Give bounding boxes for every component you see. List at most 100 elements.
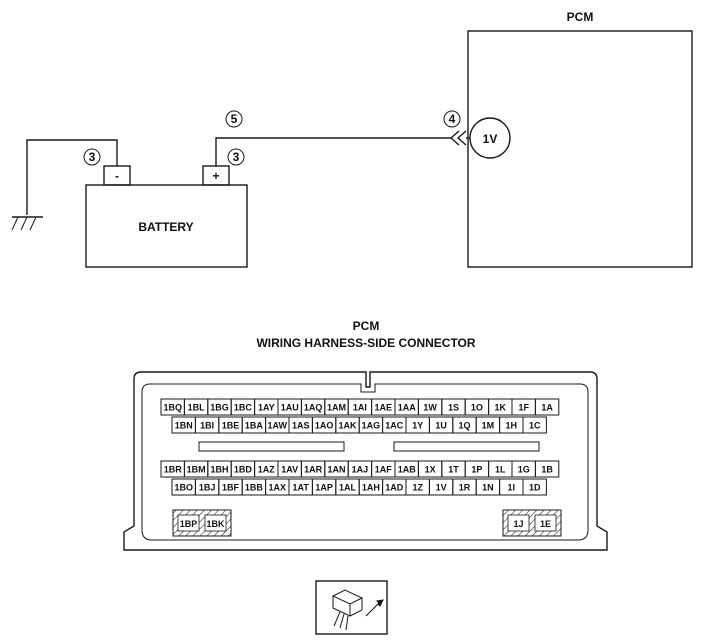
- pin-label: 1BK: [206, 519, 225, 529]
- pin-label: 1AS: [292, 421, 310, 431]
- callout-pos: 3: [227, 148, 245, 166]
- connector-title: PCM: [353, 319, 380, 333]
- pin-label: 1M: [482, 421, 495, 431]
- pin-label: 1BP: [180, 519, 198, 529]
- pcm-box: [467, 30, 693, 268]
- pin-label: 1J: [513, 519, 523, 529]
- pin-label: 1V: [436, 483, 447, 493]
- pin-cell: [534, 514, 557, 532]
- connector-subtitle: WIRING HARNESS-SIDE CONNECTOR: [256, 336, 475, 350]
- pin-label: 1AZ: [258, 465, 276, 475]
- pin-label: 1T: [448, 465, 459, 475]
- pin-label: 1AN: [327, 465, 345, 475]
- positive-wire: [215, 137, 452, 166]
- callout-wire: 5: [225, 110, 243, 128]
- pin-label: 1Q: [458, 421, 470, 431]
- pin-label: 1BO: [174, 483, 193, 493]
- arrow-icon: [365, 599, 384, 617]
- pin-cell: [534, 460, 560, 478]
- pin-label: 1AC: [385, 421, 404, 431]
- ground-symbol: [11, 139, 118, 231]
- pin-label: 1BF: [222, 483, 240, 493]
- pin-label: 1AT: [293, 483, 310, 493]
- pin-label: 1P: [471, 465, 482, 475]
- pin-label: 1AJ: [352, 465, 369, 475]
- terminal-label: 1V: [483, 132, 498, 146]
- pin-label: 1BQ: [163, 403, 182, 413]
- pin-label: 1E: [540, 519, 551, 529]
- pin-label: 1AV: [281, 465, 298, 475]
- pin-label: 1W: [423, 403, 437, 413]
- pin-label: 1AY: [258, 403, 275, 413]
- view-direction-icon: [315, 580, 388, 635]
- svg-text:5: 5: [231, 112, 238, 126]
- pin-label: 1AG: [362, 421, 381, 431]
- connector-inner-frame: [141, 383, 589, 541]
- battery-body: [85, 184, 248, 268]
- callout-neg: 3: [83, 148, 101, 166]
- pin-label: 1AE: [375, 403, 393, 413]
- pin-label: 1BD: [234, 465, 253, 475]
- pin-label: 1AF: [375, 465, 393, 475]
- battery-positive-label: +: [212, 169, 219, 183]
- pin-label: 1AR: [304, 465, 323, 475]
- pin-label: 1AD: [385, 483, 404, 493]
- pin-label: 1AO: [315, 421, 334, 431]
- pin-label: 1AW: [268, 421, 288, 431]
- svg-text:3: 3: [89, 150, 96, 164]
- pin-label: 1B: [541, 465, 553, 475]
- pin-label: 1AB: [398, 465, 417, 475]
- battery-label: BATTERY: [138, 220, 193, 234]
- pin-label: 1AA: [398, 403, 417, 413]
- pin-label: 1AI: [353, 403, 367, 413]
- circuit-section: PCM - + BATTERY 1V: [11, 10, 693, 268]
- pcm-label: PCM: [567, 10, 594, 24]
- pin-label: 1G: [518, 465, 530, 475]
- pin-label: 1AU: [281, 403, 299, 413]
- pin-label: 1BR: [164, 465, 183, 475]
- connector-housing: [123, 371, 608, 551]
- pin-label: 1H: [506, 421, 518, 431]
- pin-label: 1AL: [339, 483, 357, 493]
- pin-label: 1AK: [338, 421, 357, 431]
- pin-label: 1BG: [210, 403, 229, 413]
- pin-label: 1BE: [222, 421, 240, 431]
- pin-cell: [522, 478, 547, 496]
- pin-label: 1I: [508, 483, 516, 493]
- svg-text:3: 3: [233, 150, 240, 164]
- terminal-circle: [469, 117, 511, 159]
- pin-label: 1R: [459, 483, 471, 493]
- pin-label: 1D: [529, 483, 541, 493]
- bottom-pin-group: 1BP 1BK 1J 1E: [172, 509, 562, 537]
- view-icon-frame: [315, 580, 388, 635]
- pin-label: 1Y: [412, 421, 423, 431]
- pin-cell: [507, 514, 530, 532]
- pin-label: 1BC: [234, 403, 253, 413]
- battery-negative-label: -: [115, 169, 119, 183]
- pin-label: 1C: [529, 421, 541, 431]
- battery: - + BATTERY: [85, 165, 248, 268]
- pin-cell: [534, 398, 560, 416]
- pin-label: 1U: [435, 421, 447, 431]
- pin-label: 1AQ: [304, 403, 323, 413]
- pin-label: 1BB: [245, 483, 264, 493]
- key-slot-left: [198, 441, 345, 452]
- pin-label: 1L: [495, 465, 506, 475]
- connector-symbol: [449, 130, 470, 146]
- pin-label: 1BM: [187, 465, 206, 475]
- pin-label: 1F: [518, 403, 529, 413]
- pin-label: 1A: [541, 403, 553, 413]
- pin-cell: [522, 416, 547, 434]
- pin-label: 1BA: [245, 421, 264, 431]
- pin-label: 1BI: [200, 421, 214, 431]
- callout-connector: 4: [443, 110, 461, 128]
- pin-cell: [177, 514, 200, 532]
- pin-label: 1AH: [362, 483, 380, 493]
- svg-text:4: 4: [449, 112, 456, 126]
- pin-label: 1BN: [175, 421, 193, 431]
- pin-label: 1S: [448, 403, 459, 413]
- pin-cell: [204, 514, 227, 532]
- pin-label: 1BJ: [199, 483, 216, 493]
